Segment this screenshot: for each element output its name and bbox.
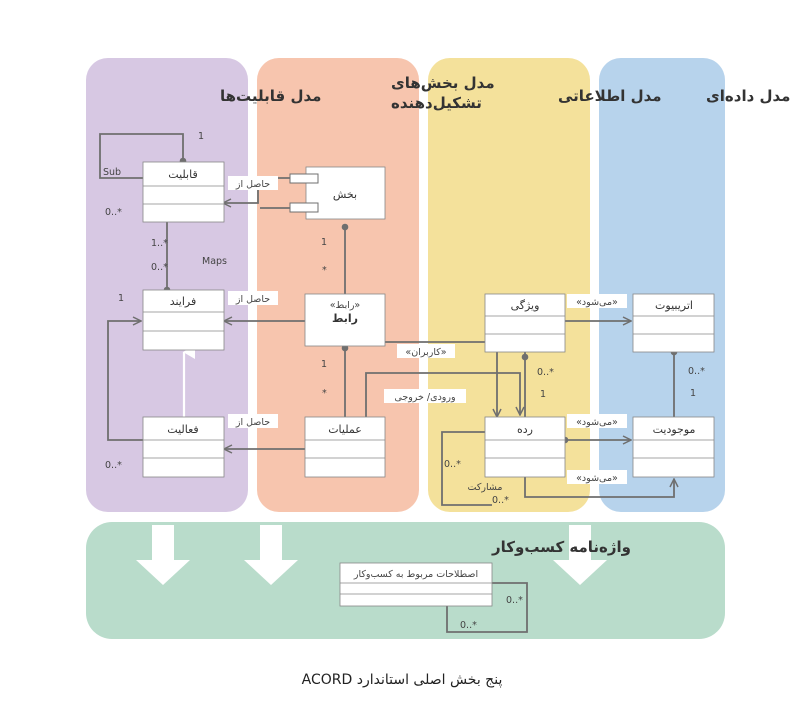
components-model-title-line1: مدل بخش‌های	[391, 74, 495, 92]
down-arrow-2	[244, 525, 298, 585]
activity-class-name: فعالیت	[167, 423, 198, 436]
derived-from-label-1: حاصل از	[235, 179, 270, 190]
mult-act-left: 0..*	[105, 460, 122, 471]
io-label: ورودی/ خروجی	[394, 392, 455, 403]
mult-feat-0: 0..*	[537, 367, 554, 378]
interface-class-name: رابط	[332, 312, 358, 325]
mult-iface-1: 1	[321, 359, 327, 370]
derived-from-label-2-chip: حاصل از	[228, 291, 278, 305]
entity-class: موجودیت	[632, 416, 715, 478]
mult-feat-1: 1	[540, 389, 546, 400]
mult-proc-left: 1	[118, 293, 124, 304]
operations-class-name: عملیات	[328, 423, 362, 436]
mult-map-upper: 1..*	[151, 238, 168, 249]
becomes-label-2-chip: «می‌شود»	[567, 414, 627, 428]
derived-from-label-2: حاصل از	[235, 294, 270, 305]
participation-to-entity	[524, 477, 674, 498]
mult-iface-dot: *	[322, 388, 327, 399]
mult-cap-left: 0..*	[105, 207, 122, 218]
maps-label: Maps	[202, 256, 227, 267]
mult-map-lower: 0..*	[151, 262, 168, 273]
sub-loop-line	[99, 133, 184, 179]
process-class: فرایند	[142, 289, 225, 351]
interface-class: «رابط» رابط	[304, 293, 386, 347]
derived-from-label-3: حاصل از	[235, 417, 270, 428]
attribute-class-name: اتریبیوت	[655, 299, 693, 312]
feature-category-dot	[521, 353, 529, 361]
feature-class-name: ویژگی	[511, 299, 540, 312]
becomes-label-2: «می‌شود»	[576, 417, 618, 428]
users-label-chip: «کاربران»	[397, 344, 455, 358]
down-arrow-3	[553, 525, 607, 585]
process-class-name: فرایند	[170, 295, 197, 308]
derived-from-label-3-chip: حاصل از	[228, 414, 278, 428]
activity-class: فعالیت	[142, 416, 225, 478]
category-class-name: رده	[517, 423, 533, 436]
information-model-column	[428, 58, 590, 512]
part-class-name: بخش	[333, 188, 357, 201]
mult-attr-0: 0..*	[688, 366, 705, 377]
mult-cat-1: 0..*	[492, 495, 509, 506]
participation-loop	[441, 431, 492, 506]
mult-part-1: 1	[321, 237, 327, 248]
down-arrow-1	[136, 525, 190, 585]
interface-stereotype: «رابط»	[330, 300, 361, 311]
mult-cap-top: 1	[198, 131, 204, 142]
becomes-label-1: «می‌شود»	[576, 297, 618, 308]
attribute-class: اتریبیوت	[632, 293, 715, 353]
mult-glossary-2: 0..*	[460, 620, 477, 631]
mult-cat-0: 0..*	[444, 459, 461, 470]
figure-caption: پنج بخش اصلی استاندارد ACORD	[302, 672, 503, 688]
glossary-loop	[446, 582, 528, 633]
participation-label: مشارکت	[468, 482, 503, 493]
components-model-title-line2: تشکیل‌دهنده	[391, 94, 482, 112]
sub-label: Sub	[103, 167, 121, 178]
becomes-label-3: «می‌شود»	[576, 473, 618, 484]
io-line	[365, 372, 520, 417]
mult-part-dot: *	[322, 265, 327, 276]
capability-class: قابلیت	[142, 161, 225, 223]
mult-glossary-1: 0..*	[506, 595, 523, 606]
becomes-label-3-chip: «می‌شود»	[567, 470, 627, 484]
part-class: بخش	[289, 166, 386, 220]
feature-class: ویژگی	[484, 293, 566, 353]
business-glossary-title: واژه‌نامه کسب‌وکار	[491, 538, 631, 556]
data-model-column	[599, 58, 725, 512]
derived-from-label-1-chip: حاصل از	[228, 176, 278, 190]
capability-model-title: مدل قابلیت‌ها	[220, 87, 321, 105]
operations-class: عملیات	[304, 416, 386, 478]
category-class: رده	[484, 416, 566, 478]
information-model-title: مدل اطلاعاتی	[558, 87, 662, 105]
mult-attr-1: 1	[690, 388, 696, 399]
entity-class-name: موجودیت	[653, 423, 696, 436]
part-interface-dot	[341, 223, 349, 231]
capability-class-name: قابلیت	[168, 168, 197, 181]
users-label: «کاربران»	[405, 347, 446, 358]
activity-process-loop	[107, 321, 143, 441]
business-terms-class: اصطلاحات مربوط به کسب‌وکار	[339, 562, 493, 607]
becomes-label-1-chip: «می‌شود»	[567, 294, 627, 308]
business-terms-class-name: اصطلاحات مربوط به کسب‌وکار	[353, 569, 478, 580]
data-model-title: مدل داده‌ای	[706, 87, 790, 105]
io-label-chip: ورودی/ خروجی	[384, 389, 466, 403]
